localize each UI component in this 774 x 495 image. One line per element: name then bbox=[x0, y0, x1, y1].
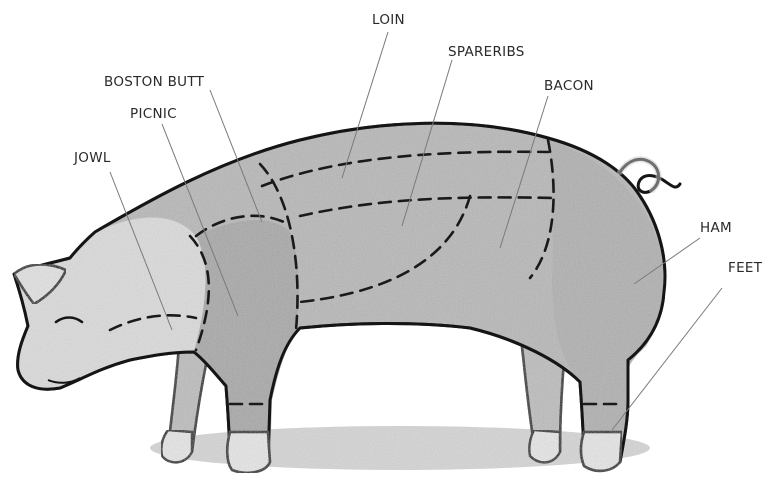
label-picnic: PICNIC bbox=[130, 106, 177, 122]
rear-near-hoof bbox=[581, 432, 622, 471]
pig-body bbox=[14, 123, 665, 466]
label-bacon: BACON bbox=[544, 78, 594, 94]
label-boston-butt: BOSTON BUTT bbox=[104, 74, 205, 90]
front-far-hoof bbox=[161, 430, 192, 462]
front-near-hoof bbox=[227, 432, 270, 473]
rear-far-hoof bbox=[529, 430, 560, 462]
label-spareribs: SPARERIBS bbox=[448, 44, 525, 60]
ham-region bbox=[548, 140, 663, 464]
label-ham: HAM bbox=[700, 220, 732, 236]
ground-shadow bbox=[150, 426, 650, 470]
label-loin: LOIN bbox=[372, 12, 405, 28]
label-feet: FEET bbox=[728, 260, 763, 276]
picnic-region bbox=[194, 220, 299, 464]
label-jowl: JOWL bbox=[73, 150, 111, 166]
